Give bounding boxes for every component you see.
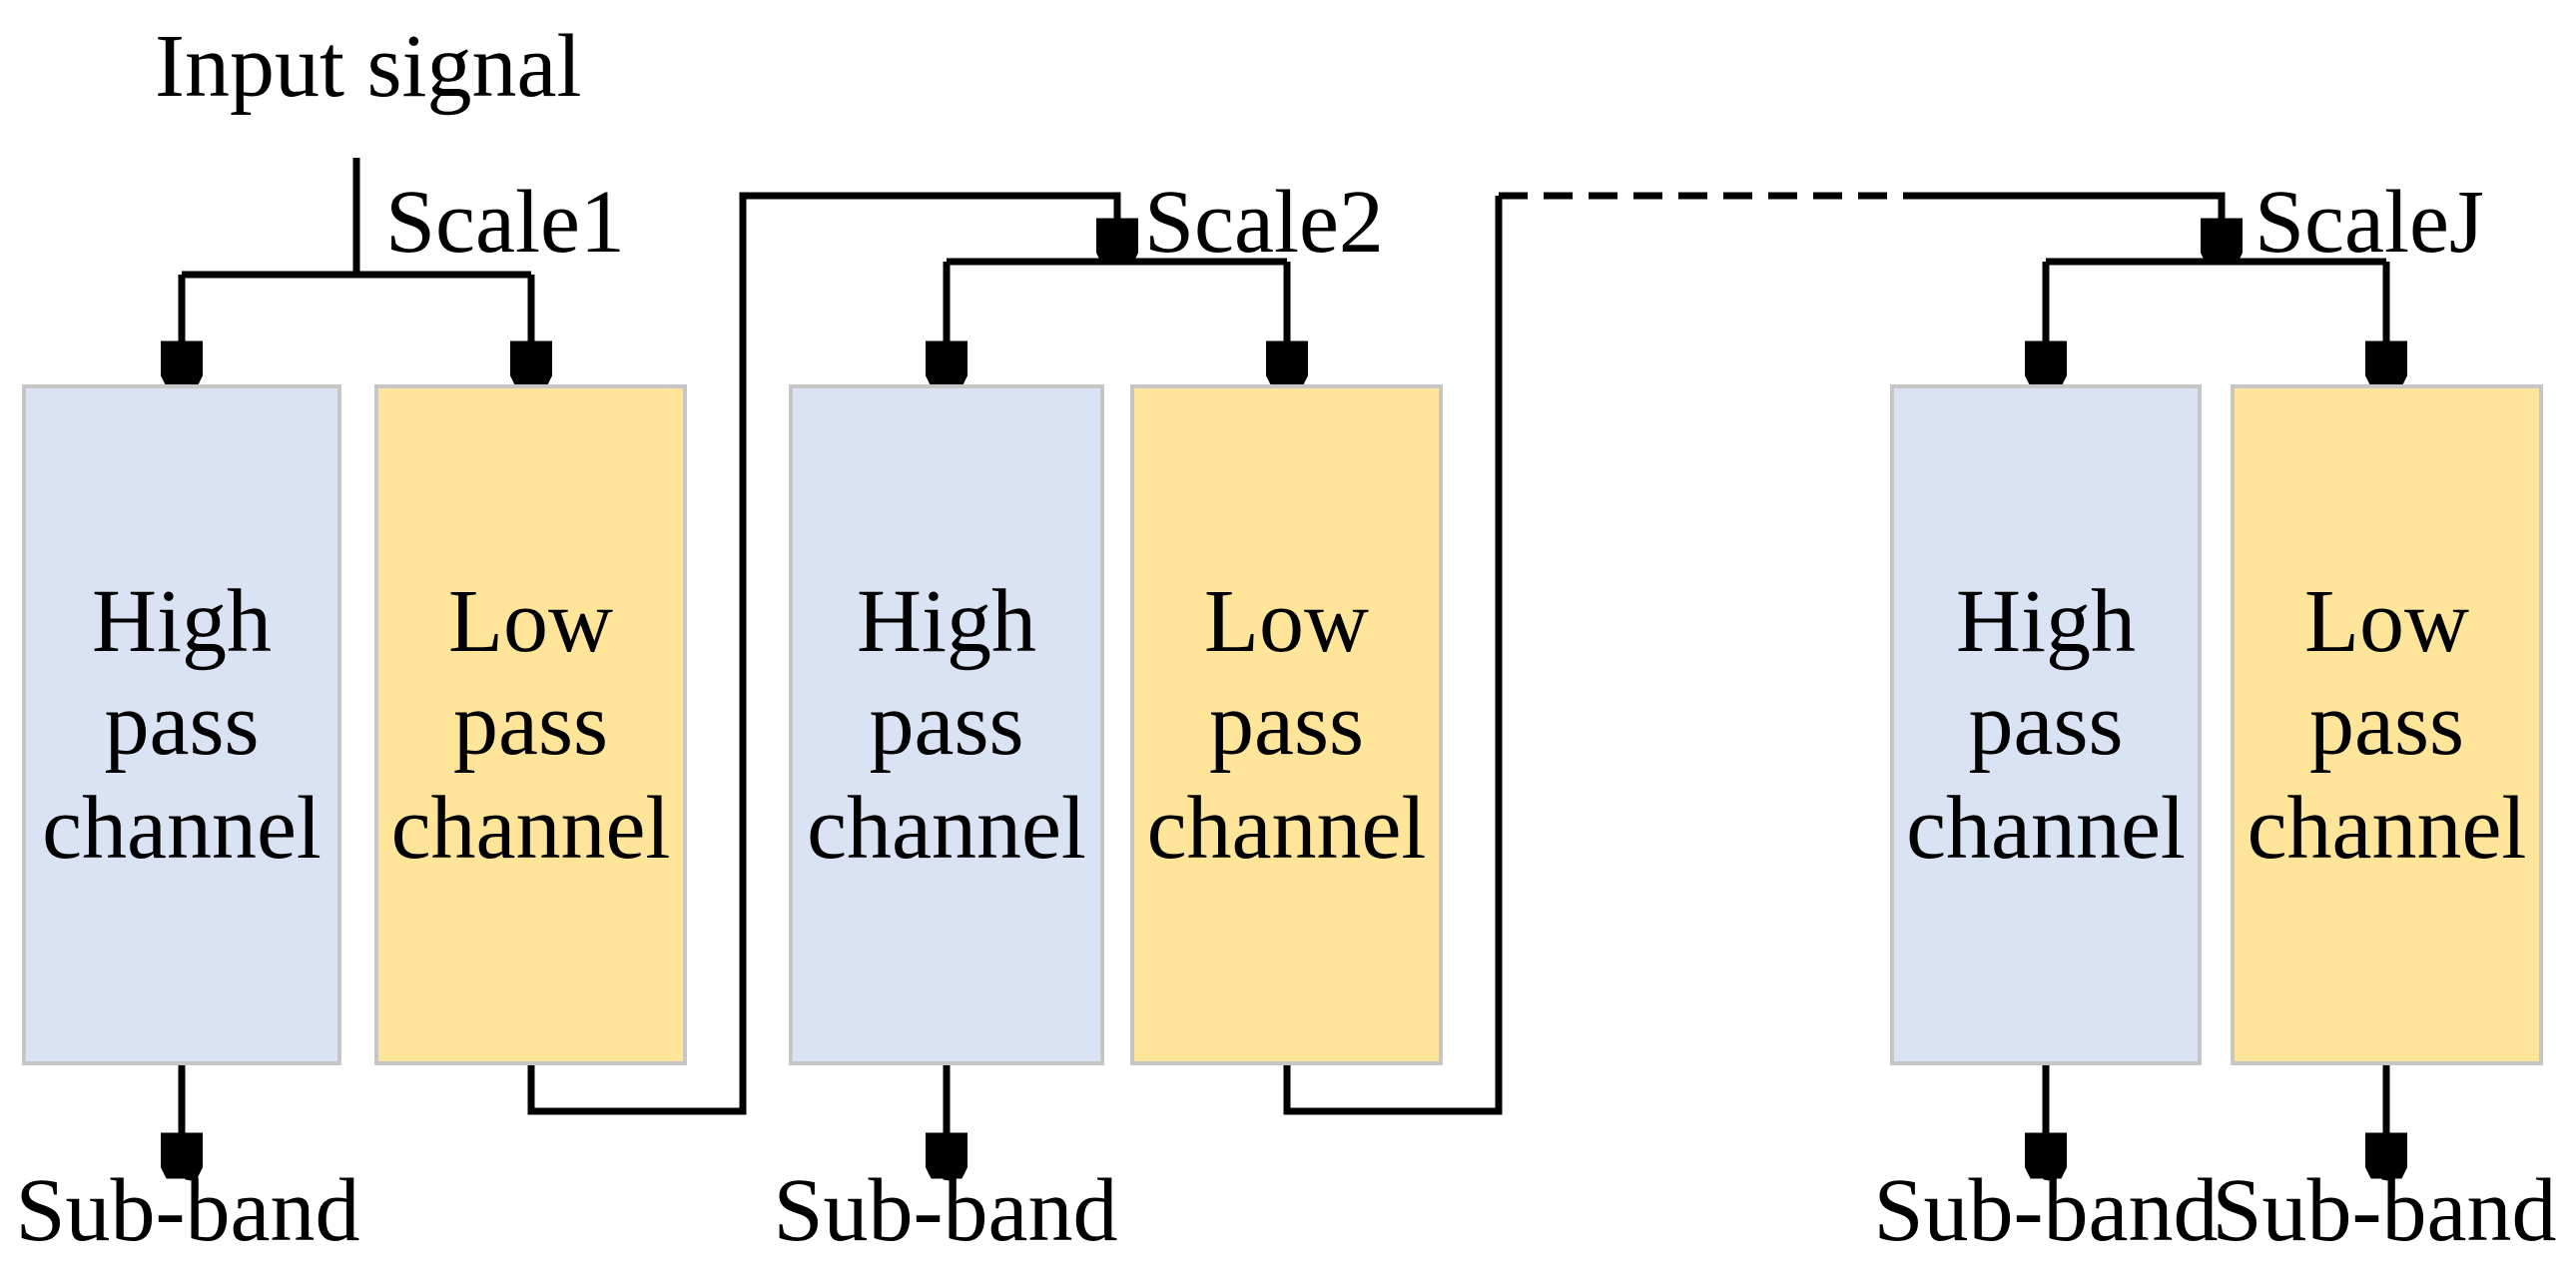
subband-label-3: Sub-band <box>1873 1161 2219 1260</box>
lowpass1-to-scale2-line <box>527 192 1117 1115</box>
low-pass-channel-box-scale1: Low pass channel <box>374 384 687 1065</box>
low-pass-channel-label: Low pass channel <box>2247 571 2527 878</box>
high-pass-channel-label: High pass channel <box>1906 571 2186 878</box>
high-pass-channel-box-scaleJ: High pass channel <box>1890 384 2202 1065</box>
high-pass-channel-box-scale1: High pass channel <box>22 384 341 1065</box>
subband-label-1: Sub-band <box>15 1161 360 1260</box>
subband-label-2: Sub-band <box>773 1161 1118 1260</box>
scaleJ-label: ScaleJ <box>2254 173 2484 272</box>
subband-label-4: Sub-band <box>2212 1161 2557 1260</box>
high-pass-channel-label: High pass channel <box>42 571 322 878</box>
scale2-label: Scale2 <box>1144 173 1384 272</box>
lowpass2-up-line <box>1283 196 1503 1115</box>
input-signal-label: Input signal <box>155 17 582 116</box>
high-pass-channel-box-scale2: High pass channel <box>789 384 1104 1065</box>
low-pass-channel-label: Low pass channel <box>390 571 671 878</box>
to-scaleJ-line <box>1915 192 2222 254</box>
low-pass-channel-box-scale2: Low pass channel <box>1130 384 1443 1065</box>
low-pass-channel-box-scaleJ: Low pass channel <box>2231 384 2543 1065</box>
scale1-label: Scale1 <box>385 173 625 272</box>
low-pass-channel-label: Low pass channel <box>1146 571 1427 878</box>
high-pass-channel-label: High pass channel <box>807 571 1086 878</box>
